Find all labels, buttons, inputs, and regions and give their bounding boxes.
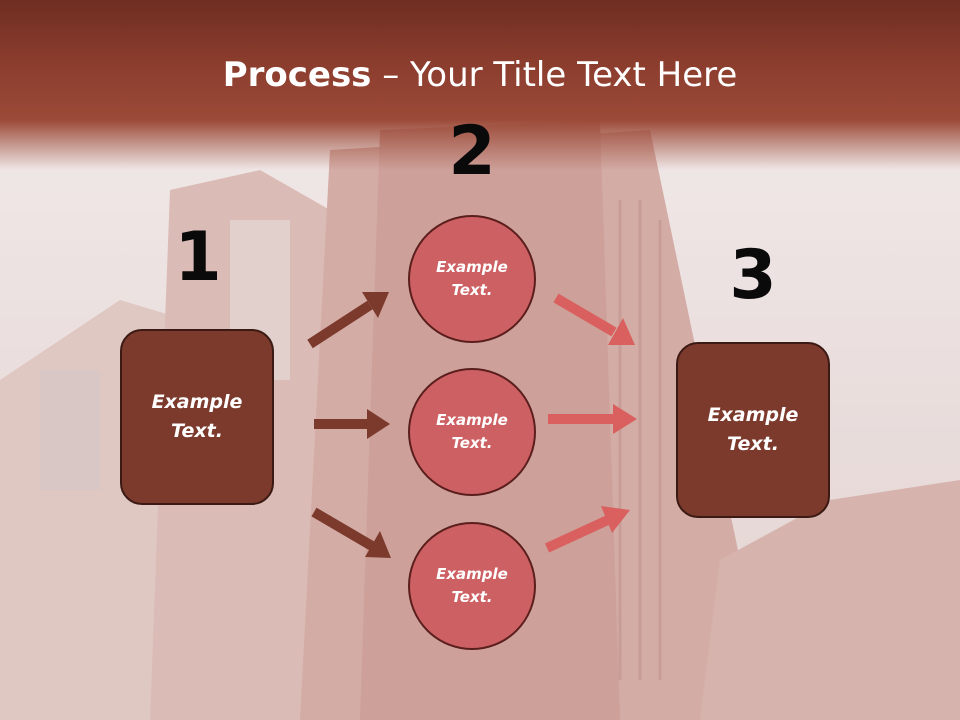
- circle-top-text: Example Text.: [436, 258, 508, 299]
- circle-top: Example Text.: [408, 215, 536, 343]
- left-box: Example Text.: [120, 329, 274, 505]
- arrow-left-to-middle: [314, 409, 390, 439]
- step-number-2: 2: [448, 112, 496, 191]
- right-box: Example Text.: [676, 342, 830, 518]
- left-box-text: Example Text.: [151, 391, 243, 442]
- step-number-1: 1: [174, 218, 222, 297]
- right-box-text: Example Text.: [707, 404, 799, 455]
- title-rest: – Your Title Text Here: [371, 55, 738, 95]
- arrow-left-to-bottom: [311, 507, 391, 558]
- arrow-top-to-right: [553, 293, 635, 345]
- title-bar: [0, 0, 960, 170]
- arrow-middle-to-right: [548, 404, 637, 434]
- circle-middle-text: Example Text.: [436, 411, 508, 452]
- circle-middle: Example Text.: [408, 368, 536, 496]
- slide-title: Process – Your Title Text Here: [0, 52, 960, 98]
- title-bold: Process: [222, 55, 372, 95]
- step-number-3: 3: [729, 236, 777, 315]
- circle-bottom-text: Example Text.: [436, 565, 508, 606]
- arrow-bottom-to-right: [544, 506, 630, 553]
- circle-bottom: Example Text.: [408, 522, 536, 650]
- arrow-left-to-top: [307, 292, 389, 349]
